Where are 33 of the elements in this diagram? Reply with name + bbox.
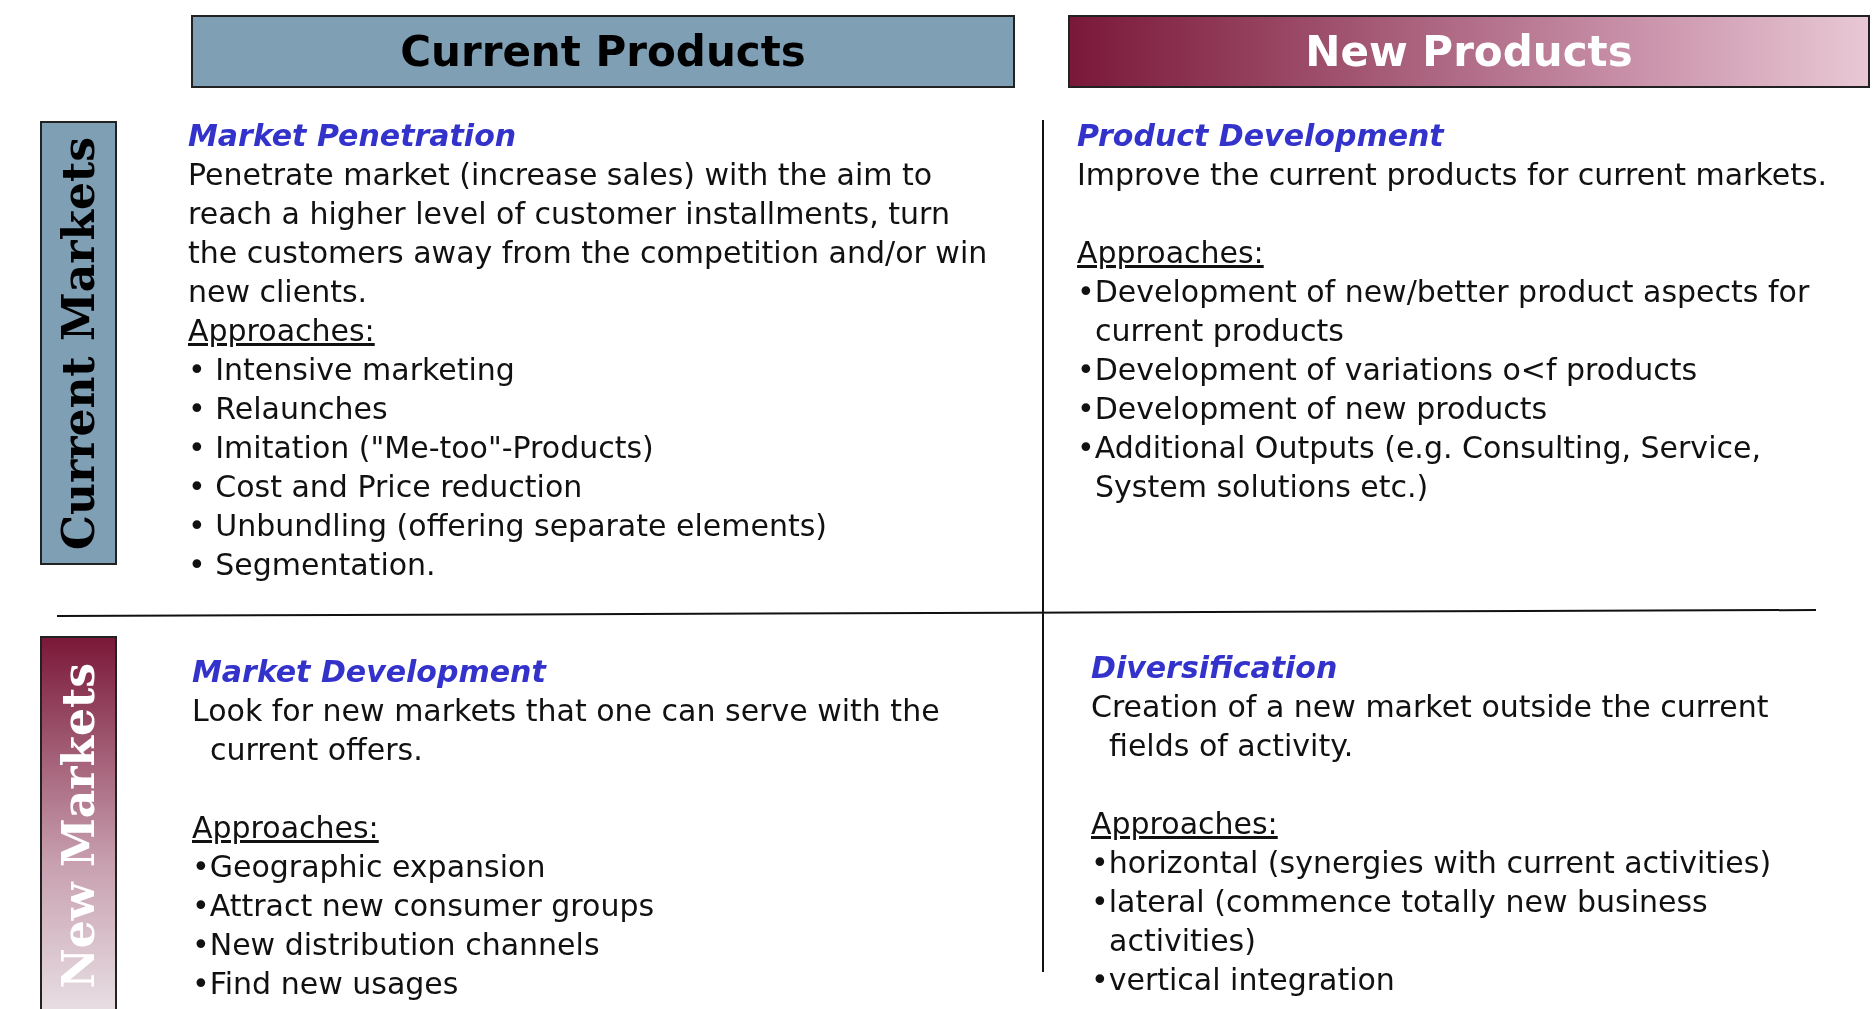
row-header-band: New Markets — [40, 636, 117, 1009]
description-text: Creation of a new market outside the current fields of activity. — [1091, 688, 1770, 765]
list-item: • Segmentation. — [188, 546, 437, 584]
list-item: •lateral (commence totally new business activities) — [1091, 883, 1709, 960]
list-item: •Additional Outputs (e.g. Consulting, Service, System solutions etc.) — [1077, 429, 1762, 506]
row-header-band: Current Markets — [40, 121, 117, 565]
list-item: • Unbundling (offering separate elements) — [188, 507, 829, 545]
description-text: Improve the current products for current markets. — [1077, 156, 1829, 194]
list-item: •Development of variations o<f products — [1077, 351, 1699, 389]
list-item: •Find new usages — [192, 965, 460, 1003]
list-item: •Geographic expansion — [192, 848, 547, 886]
list-item: • Relaunches — [188, 390, 389, 428]
list-item: • Imitation ("Me-too"-Products) — [188, 429, 655, 467]
column-header-band: Current Products — [191, 15, 1015, 88]
approaches-label: Approaches: — [188, 312, 376, 350]
approaches-label: Approaches: — [1091, 805, 1279, 843]
list-item: • Cost and Price reduction — [188, 468, 584, 506]
quadrant-heading: Market Development — [192, 653, 548, 691]
description-text: Look for new markets that one can serve with the current offers. — [192, 692, 941, 769]
approaches-label: Approaches: — [1077, 234, 1265, 272]
column-header-band: New Products — [1068, 15, 1870, 88]
list-item: • Intensive marketing — [188, 351, 516, 389]
quadrant-heading: Product Development — [1077, 117, 1446, 155]
list-item: •Attract new consumer groups — [192, 887, 656, 925]
list-item: •Development of new/better product aspects for current products — [1077, 273, 1811, 350]
approaches-label: Approaches: — [192, 809, 380, 847]
quadrant-heading: Diversification — [1091, 649, 1339, 687]
list-item: •Development of new products — [1077, 390, 1549, 428]
quadrant-heading: Market Penetration — [188, 117, 518, 155]
description-text: Penetrate market (increase sales) with the aim to reach a higher level of customer installments, turn the customers away from the competition and/or win new clients. — [188, 156, 989, 311]
list-item: •New distribution channels — [192, 926, 601, 964]
list-item: •horizontal (synergies with current activities) — [1091, 844, 1773, 882]
list-item: •vertical integration — [1091, 961, 1396, 999]
